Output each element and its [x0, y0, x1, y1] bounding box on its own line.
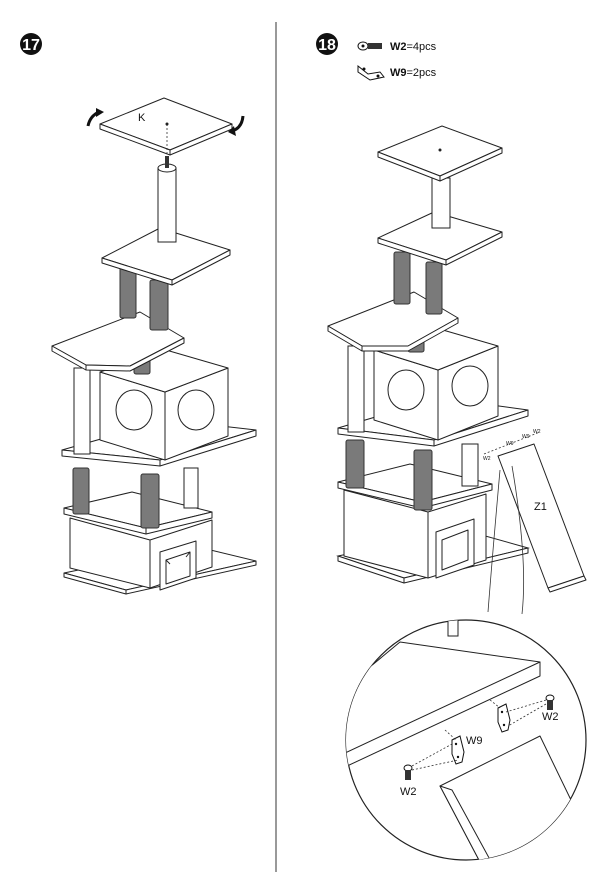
bracket-w9-right	[497, 703, 511, 733]
parts-list: W2=4pcs W9=2pcs	[357, 41, 437, 81]
detail-label-w2-right: W2	[542, 711, 559, 723]
svg-text:W9: W9	[522, 434, 530, 440]
step-18-cat-tree: Z1 W2 W9 W9 W2	[327, 125, 587, 615]
screw-w2-left	[403, 764, 413, 780]
ramp-z1	[497, 443, 585, 589]
sisal-post	[72, 467, 90, 515]
detail-label-w9: W9	[466, 735, 483, 747]
sisal-post	[140, 473, 160, 529]
svg-text:W2: W2	[533, 429, 541, 435]
screw-icon	[357, 41, 382, 51]
svg-text:W9: W9	[506, 441, 514, 447]
step-17-cat-tree: K	[51, 97, 257, 595]
step-17-number: 17	[22, 37, 40, 54]
part-label-k: K	[138, 112, 146, 124]
parts-list-item-2: W9=2pcs	[390, 67, 437, 79]
step-18-number: 18	[318, 37, 336, 54]
detail-zoom-circle: W9 W2 W2	[345, 619, 587, 861]
top-column	[157, 167, 177, 243]
bracket-icon	[357, 64, 385, 81]
detail-label-w2-left: W2	[400, 786, 417, 798]
step-17-badge: 17	[20, 33, 42, 55]
bracket-w9-left	[451, 735, 465, 765]
step-18-badge: 18	[316, 33, 338, 55]
ramp-label: Z1	[534, 501, 547, 513]
svg-text:W2: W2	[483, 456, 491, 462]
screw-w2-right	[545, 694, 555, 710]
parts-list-item-1: W2=4pcs	[390, 41, 437, 53]
